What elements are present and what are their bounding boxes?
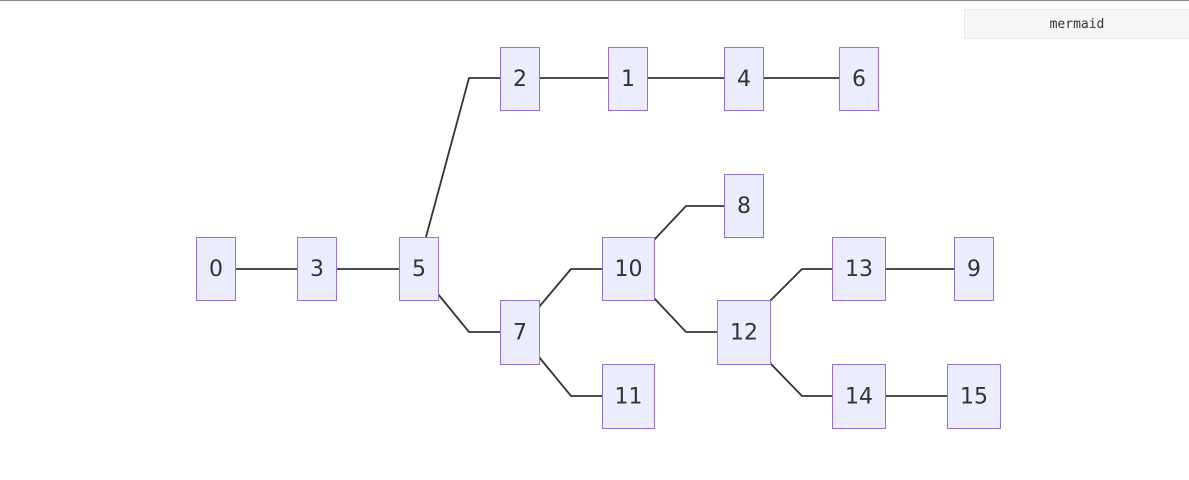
node-label: 0 [209,257,223,282]
node-label: 9 [967,257,981,282]
edge-12-to-13 [769,268,832,302]
node-9: 9 [954,237,994,301]
node-box [608,47,648,111]
node-label: 15 [960,385,988,410]
node-label: 14 [845,385,873,410]
node-label: 2 [513,67,527,92]
node-label: 1 [621,67,635,92]
edge-12-to-14 [769,362,832,397]
node-box [297,237,337,301]
node-2: 2 [500,47,540,111]
node-11: 11 [602,364,655,429]
node-10: 10 [602,237,655,301]
node-box [602,364,655,429]
node-13: 13 [832,237,886,301]
node-7: 7 [500,300,540,365]
node-4: 4 [724,47,764,111]
node-box [832,364,886,429]
node-5: 5 [399,237,439,301]
node-label: 8 [737,194,751,219]
edge-5-to-7 [437,293,500,333]
node-12: 12 [717,300,771,365]
edge-7-to-11 [538,356,602,397]
node-label: 11 [615,385,643,410]
node-label: 5 [412,257,426,282]
node-box [724,174,764,238]
edge-10-to-8 [653,205,724,241]
node-6: 6 [839,47,879,111]
node-15: 15 [947,364,1001,429]
node-label: 10 [615,257,643,282]
node-label: 3 [310,257,324,282]
node-box [500,300,540,365]
node-label: 12 [730,321,758,346]
node-box [399,237,439,301]
node-box [500,47,540,111]
top-divider [0,0,1189,1]
node-8: 8 [724,174,764,238]
node-label: 13 [845,257,873,282]
node-box [602,237,655,301]
node-1: 1 [608,47,648,111]
node-0: 0 [196,237,236,301]
node-14: 14 [832,364,886,429]
node-label: 6 [852,67,866,92]
node-box [947,364,1001,429]
edges-layer [235,77,954,397]
node-label: 4 [737,67,751,92]
edge-10-to-12 [653,297,717,333]
node-box [717,300,771,365]
node-box [832,237,886,301]
node-box [839,47,879,111]
node-box [954,237,994,301]
node-3: 3 [297,237,337,301]
code-language-label: mermaid [964,9,1189,39]
node-label: 7 [513,321,527,346]
node-box [724,47,764,111]
node-box [196,237,236,301]
edge-7-to-10 [538,268,602,308]
edge-5-to-2 [425,77,500,238]
